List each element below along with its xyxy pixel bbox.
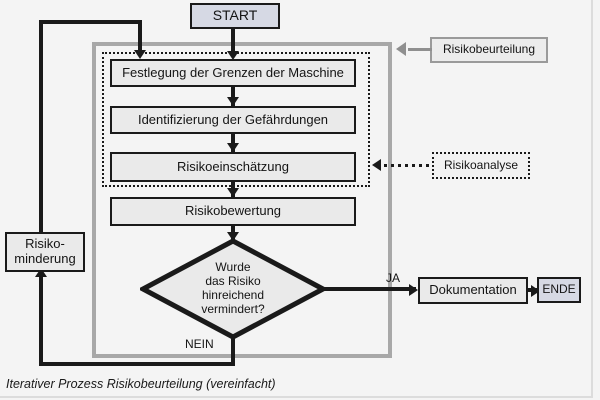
node-identifizierung-gefaehrdungen[interactable]: Identifizierung der Gefährdungen <box>110 106 356 134</box>
edge-label-nein: NEIN <box>185 337 214 351</box>
annotation-risikoanalyse-arrowhead <box>372 159 381 171</box>
node-dokumentation[interactable]: Dokumentation <box>418 277 528 304</box>
edge-step3-to-step4-arrowhead <box>227 188 239 197</box>
edge-decision-no-vertical <box>231 336 235 366</box>
edge-dokumentation-to-ende-arrowhead <box>531 285 540 297</box>
risk-assessment-group-frame <box>92 42 392 358</box>
feedback-loop-top-horizontal <box>39 20 142 24</box>
edge-decision-yes-horizontal <box>324 287 416 291</box>
annotation-risikobeurteilung-leader-line <box>408 48 432 51</box>
node-risikobewertung[interactable]: Risikobewertung <box>110 197 356 226</box>
feedback-loop-arrowhead <box>134 50 146 59</box>
edge-label-ja: JA <box>386 271 401 285</box>
risikominderung-line-1: Risiko- <box>25 236 65 252</box>
annotation-risikobeurteilung[interactable]: Risikobeurteilung <box>430 37 548 63</box>
figure-caption: Iterativer Prozess Risikobeurteilung (ve… <box>6 377 276 391</box>
edge-decision-yes-arrowhead <box>409 284 418 296</box>
annotation-risikoanalyse-leader-line <box>384 164 432 167</box>
edge-start-to-step1 <box>231 29 235 55</box>
node-start[interactable]: START <box>190 3 280 29</box>
edge-step1-to-step2-arrowhead <box>227 97 239 106</box>
edge-step1-to-step2 <box>231 87 235 106</box>
node-risikominderung[interactable]: Risiko- minderung <box>5 232 85 272</box>
edge-step4-to-decision-arrowhead <box>227 232 239 241</box>
node-decision-risiko-vermindert[interactable]: Wurde das Risiko hinreichend vermindert? <box>140 238 326 340</box>
edge-no-to-mitigation-vertical <box>39 271 43 364</box>
feedback-loop-drop-vertical <box>138 20 142 54</box>
edge-step2-to-step3-arrowhead <box>227 143 239 152</box>
decision-diamond-shape <box>140 238 326 340</box>
node-festlegung-grenzen-maschine[interactable]: Festlegung der Grenzen der Maschine <box>110 59 356 87</box>
edge-decision-no-horizontal <box>39 362 235 366</box>
risikominderung-line-2: minderung <box>14 251 76 266</box>
edge-no-to-mitigation-arrowhead <box>35 268 47 277</box>
edge-start-to-step1-arrowhead <box>227 51 239 60</box>
annotation-risikobeurteilung-arrowhead <box>396 42 406 56</box>
feedback-loop-left-vertical <box>39 20 43 232</box>
annotation-risikoanalyse[interactable]: Risikoanalyse <box>432 152 530 179</box>
node-risikoeinschaetzung[interactable]: Risikoeinschätzung <box>110 152 356 182</box>
node-ende[interactable]: ENDE <box>537 277 581 303</box>
